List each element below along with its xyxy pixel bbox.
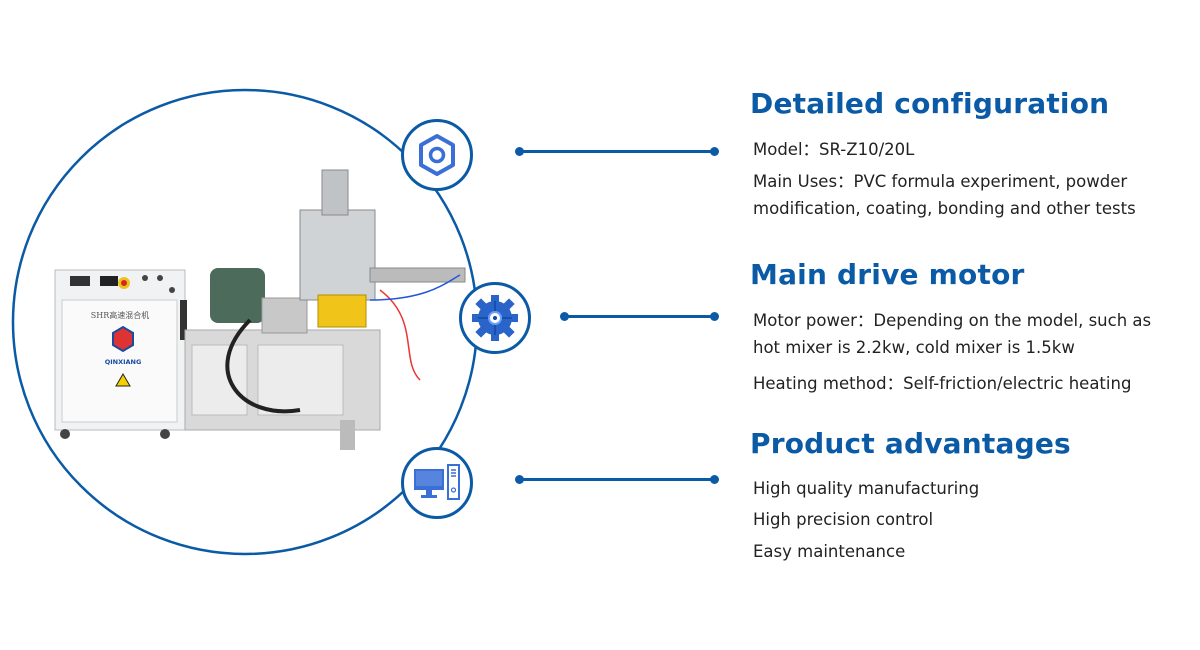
hex-nut-icon-badge <box>401 119 473 191</box>
advantage-item: Easy maintenance <box>753 542 906 561</box>
spec-line: Heating method：Self-friction/electric he… <box>753 374 1132 393</box>
product-illustration: SHR高速混合机 QINXIANG <box>11 88 479 556</box>
connector-dot <box>710 312 719 321</box>
puzzle-gear-icon-badge <box>459 282 531 354</box>
spec-line: Model：SR-Z10/20L <box>753 140 915 159</box>
desktop-computer-icon-badge <box>401 447 473 519</box>
mixer-machine-image: SHR高速混合机 QINXIANG <box>54 169 466 450</box>
spec-line: hot mixer is 2.2kw, cold mixer is 1.5kw <box>753 338 1075 357</box>
spec-line: Main Uses：PVC formula experiment, powder <box>753 172 1128 191</box>
section-title-main-drive-motor: Main drive motor <box>750 258 1025 291</box>
puzzle-gear-icon <box>472 295 518 341</box>
spec-line: Motor power：Depending on the model, such… <box>753 311 1152 330</box>
connector-line <box>519 150 714 153</box>
connector-dot <box>710 475 719 484</box>
section-title-detailed-configuration: Detailed configuration <box>750 87 1110 120</box>
advantage-item: High quality manufacturing <box>753 479 980 498</box>
connector-line <box>519 478 714 481</box>
advantage-item: High precision control <box>753 510 934 529</box>
section-title-product-advantages: Product advantages <box>750 427 1071 460</box>
svg-text:SHR高速混合机: SHR高速混合机 <box>91 310 149 320</box>
svg-text:QINXIANG: QINXIANG <box>105 358 142 366</box>
desktop-computer-icon <box>414 464 460 500</box>
hex-nut-icon <box>419 134 455 176</box>
connector-dot <box>710 147 719 156</box>
spec-line: modification, coating, bonding and other… <box>753 199 1136 218</box>
connector-line <box>564 315 714 318</box>
